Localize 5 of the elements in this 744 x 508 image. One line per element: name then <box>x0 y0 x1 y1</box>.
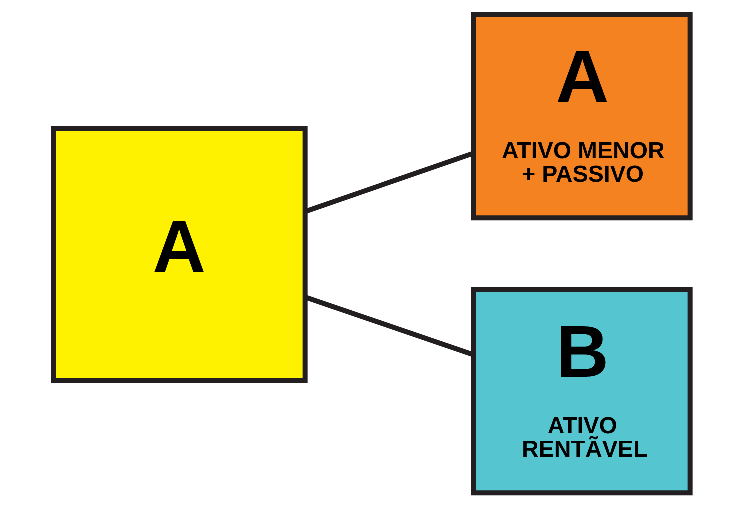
connector <box>305 295 474 358</box>
connector <box>305 151 474 214</box>
node-box: A ATIVO MENOR + PASSIVO <box>471 12 693 221</box>
node-box: A <box>51 126 308 384</box>
node-box: B ATIVO RENTÃVEL <box>471 287 693 496</box>
